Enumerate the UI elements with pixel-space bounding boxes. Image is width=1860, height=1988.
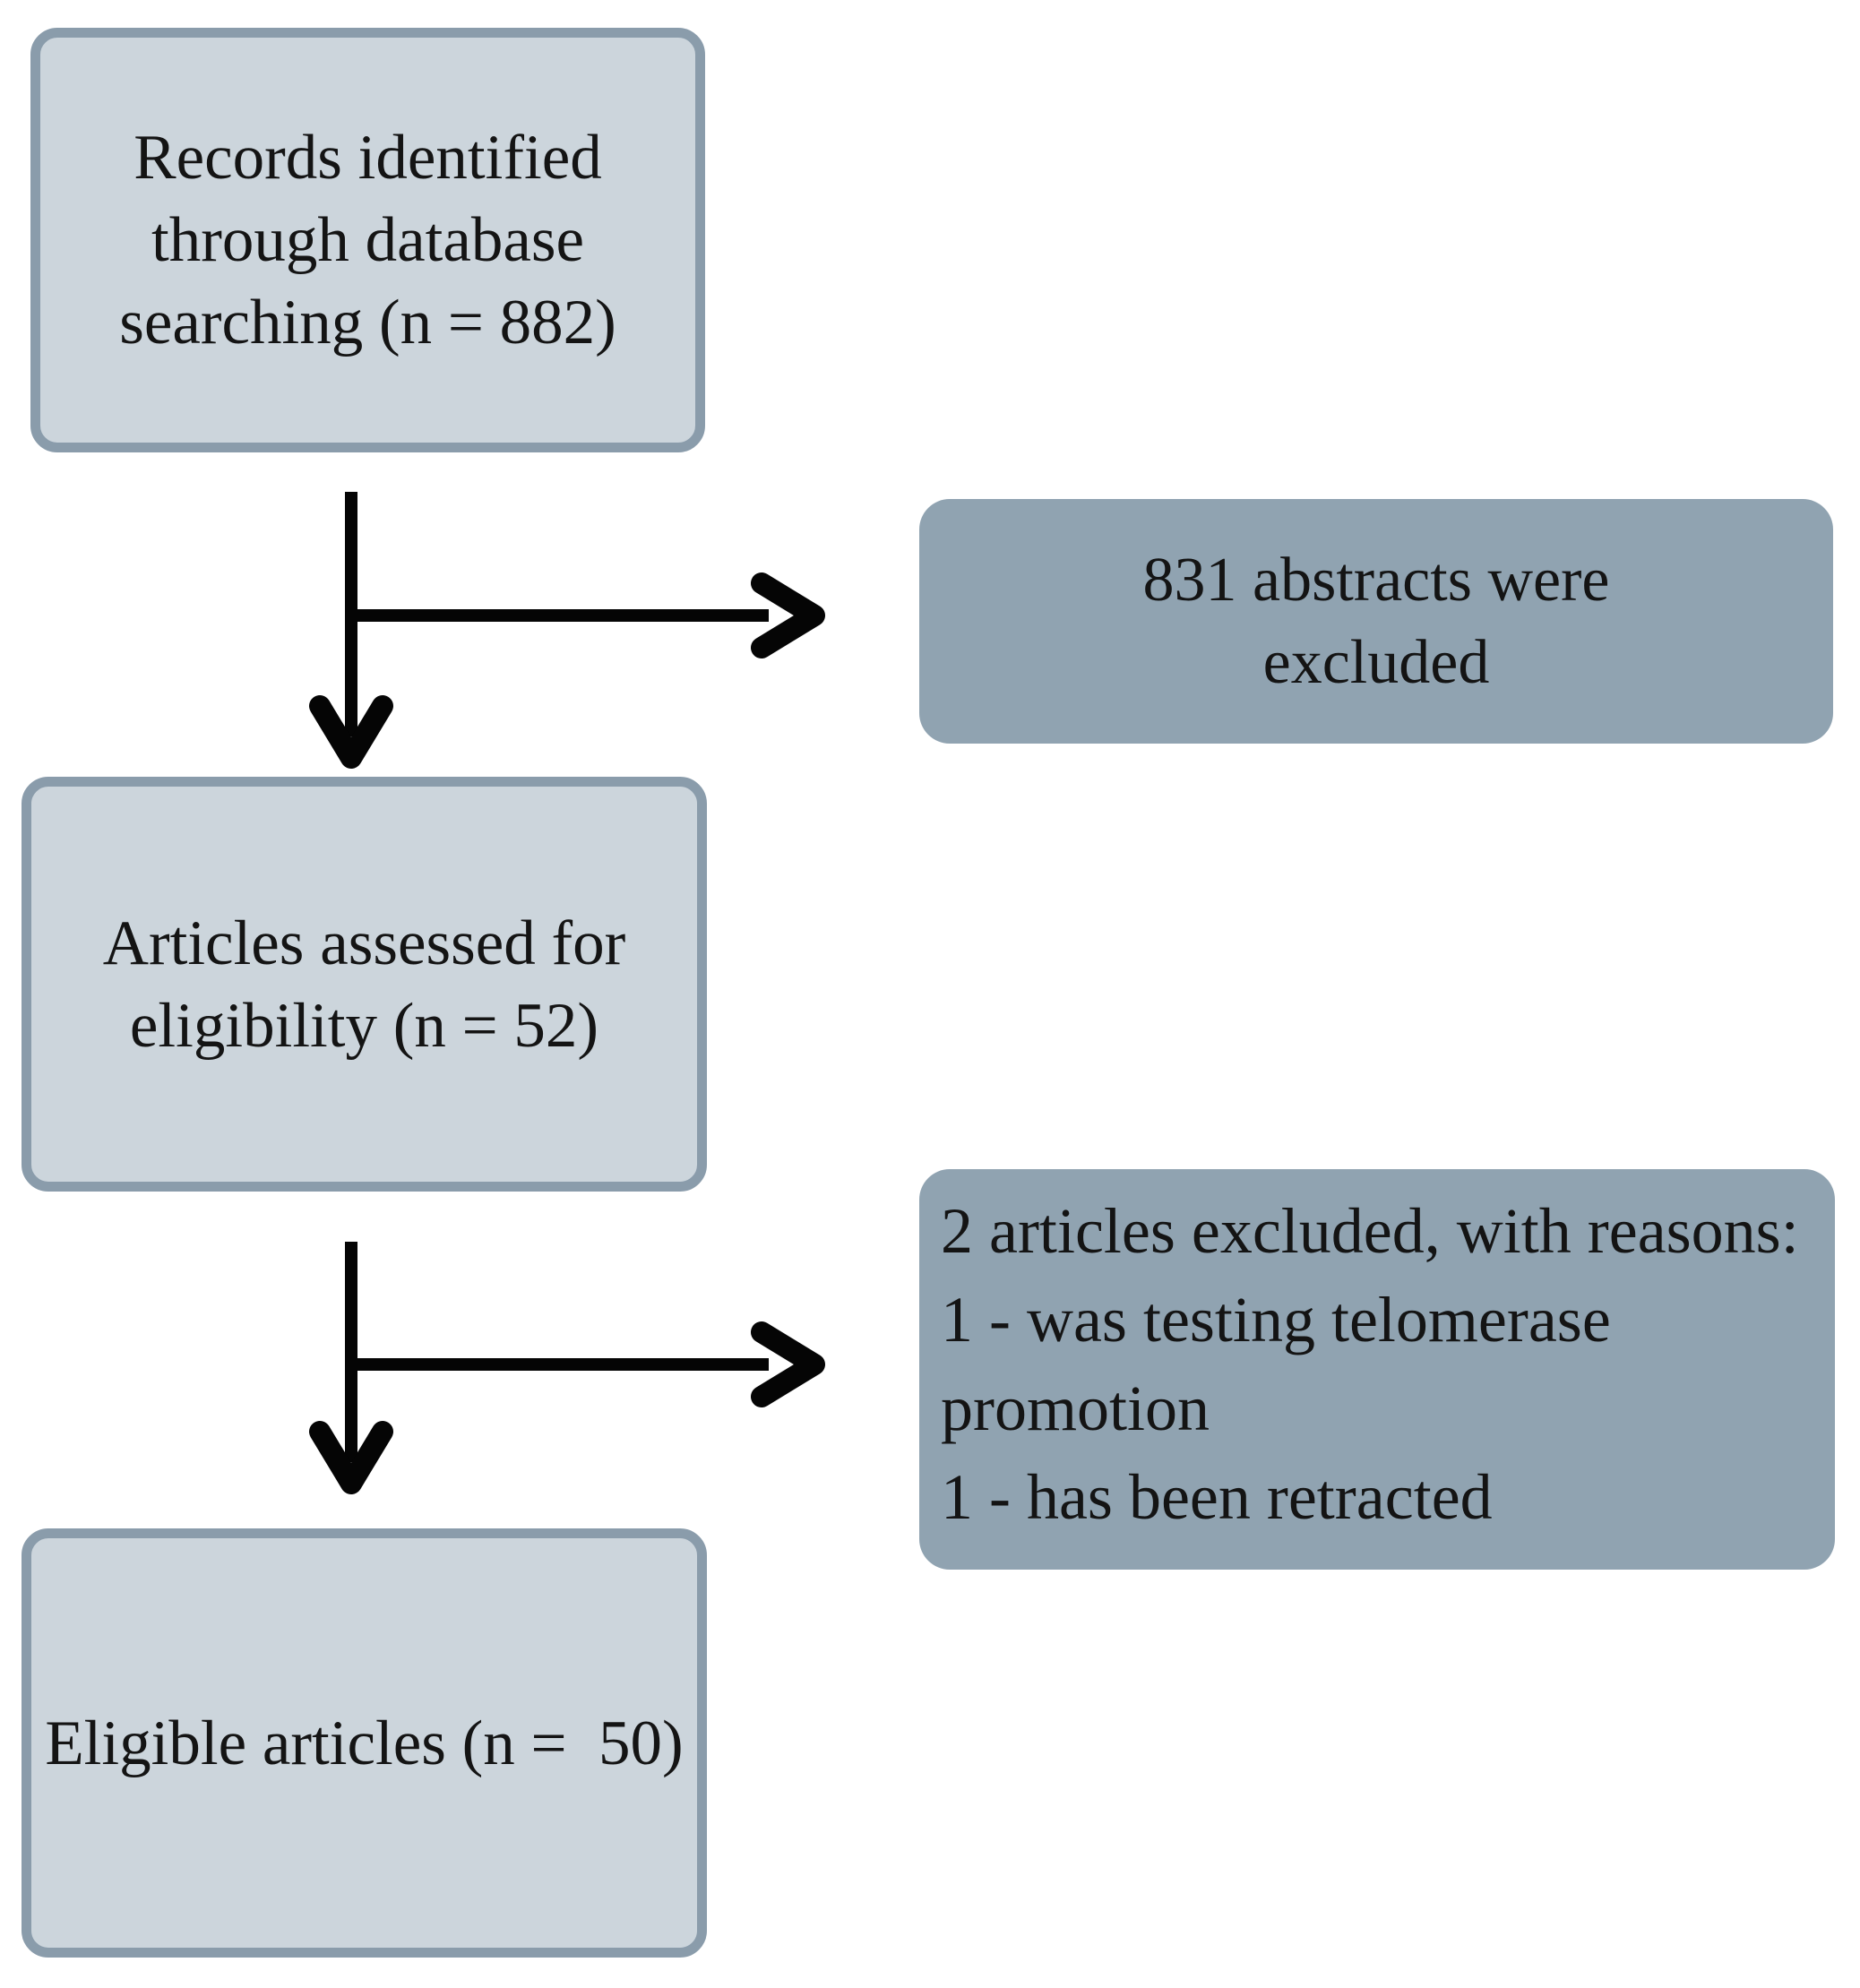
records-identified-box: Records identified through database sear… [30, 28, 705, 452]
arrow-right-icon [751, 1321, 825, 1407]
articles-assessed-line-1: Articles assessed for [102, 908, 626, 978]
arrow-branch-to-abstracts-excluded [346, 572, 825, 658]
arrow-right-icon [751, 572, 825, 658]
articles-assessed-box: Articles assessed for eligibility (n = 5… [22, 777, 707, 1192]
articles-excluded-reasons-box: 2 articles excluded, with reasons: 1 - w… [919, 1169, 1835, 1570]
records-identified-line-1: Records identified [133, 123, 602, 193]
arrow-records-to-assessed [309, 492, 393, 769]
arrow-branch-to-articles-excluded [346, 1321, 825, 1407]
abstracts-excluded-box: 831 abstracts were excluded [919, 499, 1833, 744]
articles-excluded-line-2: 1 - was testing telomerase [941, 1284, 1611, 1355]
records-identified-line-2: through database [151, 205, 585, 275]
articles-excluded-line-3: promotion [941, 1373, 1210, 1444]
articles-excluded-line-4: 1 - has been retracted [941, 1461, 1493, 1533]
arrow-assessed-to-eligible [309, 1242, 393, 1494]
abstracts-excluded-line-2: excluded [1262, 627, 1490, 697]
records-identified-line-3: searching (n = 882) [119, 288, 616, 357]
arrow-down-icon [309, 695, 393, 769]
eligible-articles-line-1: Eligible articles (n = 50) [45, 1708, 684, 1778]
articles-excluded-line-1: 2 articles excluded, with reasons: [941, 1195, 1799, 1267]
articles-assessed-line-2: eligibility (n = 52) [129, 990, 599, 1061]
eligible-articles-box: Eligible articles (n = 50) [22, 1528, 707, 1958]
abstracts-excluded-line-1: 831 abstracts were [1142, 545, 1610, 615]
arrow-down-icon [309, 1421, 393, 1494]
